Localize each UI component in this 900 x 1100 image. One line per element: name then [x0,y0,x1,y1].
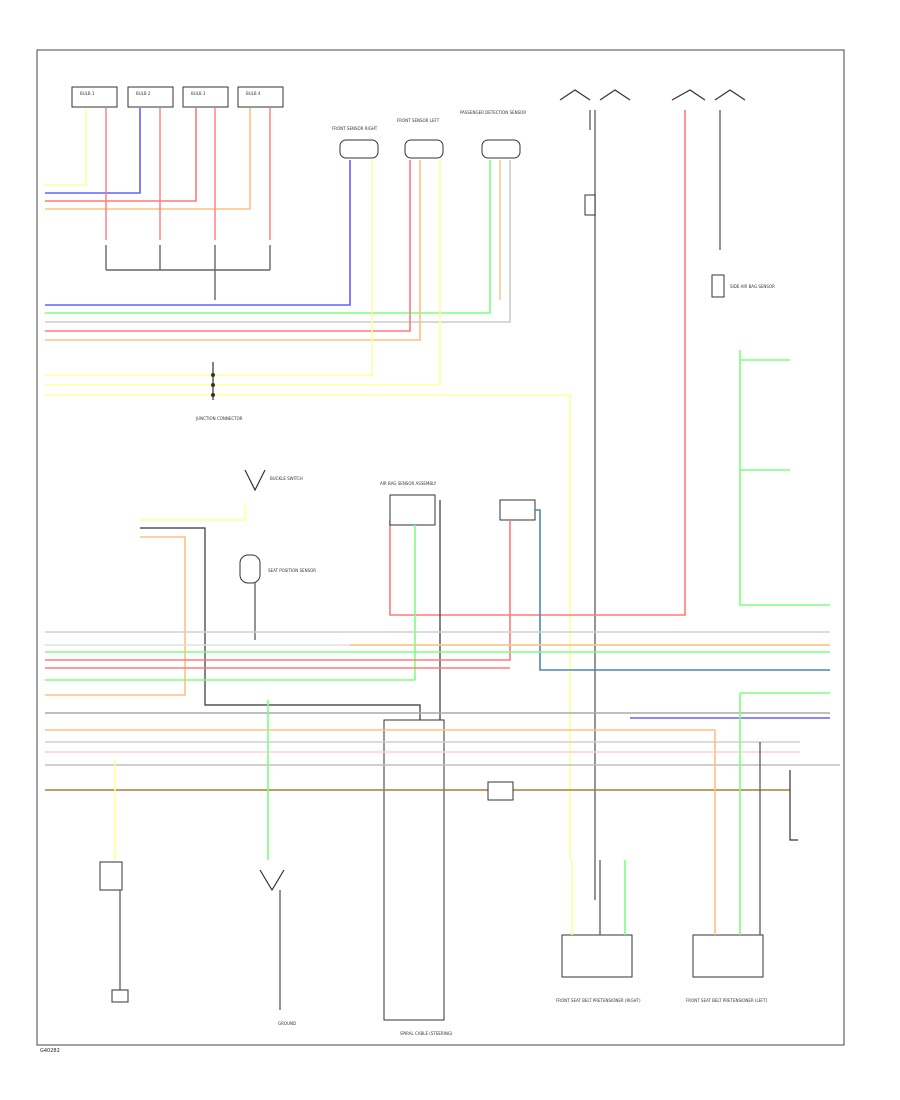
buckle-switch-label: BUCKLE SWITCH [270,476,303,481]
switch-a [559,89,591,101]
ground-label: GROUND [278,1021,296,1026]
passenger-sensor-box [481,139,521,159]
side-sensor-box [711,274,725,298]
wire-pink-right [389,110,686,616]
wire-pink-bulb3 [45,108,197,202]
wire-yellow-sensor [45,160,373,376]
junction-dot-3 [211,393,215,397]
wire-orange-mid [45,536,186,696]
middle-left-components: SEAT POSITION SENSOR BUCKLE SWITCH [45,469,421,1020]
top-sensors: FRONT SENSOR RIGHT FRONT SENSOR LEFT PAS… [332,110,526,159]
front-sensor-right-label: FRONT SENSOR RIGHT [332,126,378,131]
bulb-4-box [237,86,284,108]
passenger-sensor-label: PASSENGER DETECTION SENSOR [460,110,526,115]
seat-position-box [239,554,261,584]
wire-yellow-bulb1 [45,108,87,186]
wire-dark-br [789,770,798,841]
side-sensor-label: SIDE AIR BAG SENSOR [730,284,775,289]
passenger-sensor-mid [45,499,830,671]
bulb-2-box [127,86,174,108]
bulb-2-label: BULB 2 [136,91,151,96]
wire-blue-bulb2 [45,108,141,194]
airbag-sensor-label: AIR BAG SENSOR ASSEMBLY [380,481,437,486]
bulb-3-box [182,86,229,108]
front-seatbelt-l-label: FRONT SEAT BELT PRETENSIONER (LEFT) [686,998,768,1003]
center-assembly: AIR BAG SENSOR ASSEMBLY SPIRAL CABLE (ST… [380,481,453,1036]
junction-label: JUNCTION CONNECTOR [195,416,243,421]
bottom-right: FRONT SEAT BELT PRETENSIONER (RIGHT) FRO… [487,693,798,1003]
buckle-switch-contact [244,469,266,492]
wire-yellow-bus-3 [45,394,571,860]
bl-ground-box [111,989,129,1003]
switch-c [671,89,706,101]
front-sensor-left-box [404,139,444,159]
switch-d [714,89,746,101]
wire-pink-mid [45,520,511,661]
bulb-wires [45,108,271,300]
front-seatbelt-r-label: FRONT SEAT BELT PRETENSIONER (RIGHT) [556,998,641,1003]
junction-mid-box [487,781,514,801]
wire-gray-bus [45,160,511,323]
front-seatbelt-l-box [692,934,764,978]
spiral-cable-box [383,719,445,1021]
junction-dot-1 [211,373,215,377]
junction-dot-2 [211,383,215,387]
junction-connector: JUNCTION CONNECTOR [195,362,243,421]
wire-blue-bus [45,160,351,306]
resistor-1 [584,194,596,216]
bulb-1-label: BULB 1 [80,91,95,96]
bl-sensor-box [99,861,123,891]
wire-pink-bus [45,160,411,332]
wire-yellow-bus-2 [45,160,441,386]
spiral-cable-label: SPIRAL CABLE (STEERING) [400,1031,453,1036]
bl-switch [259,869,285,892]
wire-teal [535,509,830,671]
top-bus [45,160,571,860]
wire-green-bus [45,160,491,314]
bulb-group: BULB 1 BULB 2 BULB 3 BULB 4 [71,86,284,108]
bulb-4-label: BULB 4 [246,91,261,96]
wire-orange-bus [45,160,421,341]
switch-b [599,89,631,101]
front-sensor-left-label: FRONT SENSOR LEFT [397,118,440,123]
front-seatbelt-r-box [561,934,633,978]
bulb-3-label: BULB 3 [191,91,206,96]
passenger-mid-box [499,499,536,521]
bottom-left: GROUND [99,700,296,1026]
front-sensor-right-box [339,139,379,159]
right-wires: SIDE AIR BAG SENSOR [389,110,830,616]
footer-code: G40282 [40,1048,60,1054]
mid-bus [45,631,840,791]
airbag-sensor-box [389,494,436,526]
seat-position-label: SEAT POSITION SENSOR [268,568,316,573]
wire-yellow-mid [140,505,246,521]
wire-orange-bulb4 [45,108,251,210]
top-right-switches [559,89,746,900]
diagram-frame [36,49,845,1046]
wire-green-right [739,350,830,606]
bulb-1-box [71,86,118,108]
